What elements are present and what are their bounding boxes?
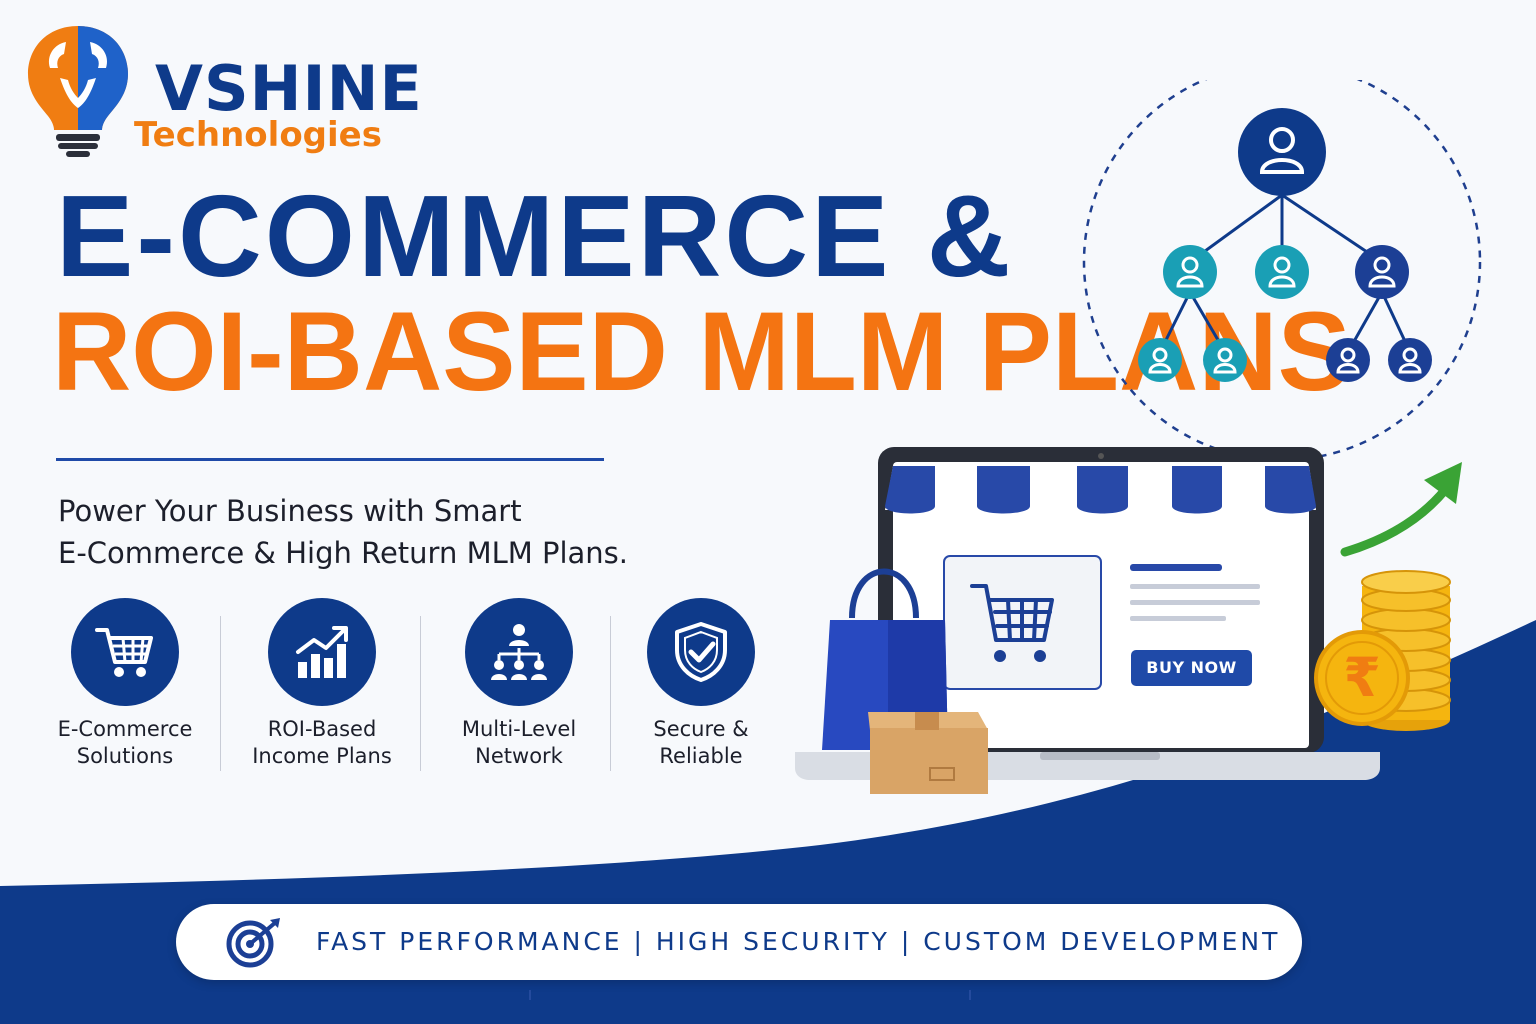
cardboard-box-illustration <box>868 712 988 794</box>
feature-label-line-1: E-Commerce <box>57 717 193 741</box>
brand-subtitle: Technologies <box>134 115 382 155</box>
feature-multi-level[interactable]: Multi-Level Network <box>434 598 604 770</box>
buy-now-label[interactable]: BUY NOW <box>1146 658 1237 677</box>
feature-label-line-1: Secure & <box>653 717 749 741</box>
feature-icon-circle <box>647 598 755 706</box>
company-logo[interactable]: VSHINE Technologies <box>22 18 422 158</box>
target-icon <box>226 918 280 968</box>
rupee-coin <box>1314 630 1410 726</box>
feature-secure[interactable]: Secure & Reliable <box>616 598 786 770</box>
hero-illustration <box>795 80 1482 794</box>
headline-line-2: ROI-BASED MLM PLANS <box>52 289 1351 414</box>
feature-icon-circle <box>268 598 376 706</box>
feature-label-line-1: Multi-Level <box>461 717 577 741</box>
network-node-navy-1 <box>1355 245 1409 299</box>
feature-label-line-2: Reliable <box>659 744 743 768</box>
bottom-feature-bar: FAST PERFORMANCE | HIGH SECURITY | CUSTO… <box>176 904 1302 980</box>
headline-line-1: E-COMMERCE & <box>56 171 1014 301</box>
cart-icon-screen <box>970 584 1054 642</box>
feature-list: E-Commerce Solutions ROI-Based Income Pl… <box>40 598 800 778</box>
product-card <box>943 555 1102 690</box>
network-node-teal-2 <box>1255 245 1309 299</box>
buy-now-button <box>1131 650 1252 686</box>
tagline-line-1: Power Your Business with Smart <box>58 494 522 528</box>
feature-ecommerce[interactable]: E-Commerce Solutions <box>40 598 210 770</box>
network-icon <box>491 624 547 680</box>
network-node-teal-4 <box>1203 338 1247 382</box>
feature-label: ROI-Based Income Plans <box>237 716 407 770</box>
feature-label: Multi-Level Network <box>434 716 604 770</box>
feature-roi-income[interactable]: ROI-Based Income Plans <box>237 598 407 770</box>
feature-label-line-2: Income Plans <box>252 744 392 768</box>
bottom-feature-text: FAST PERFORMANCE | HIGH SECURITY | CUSTO… <box>316 927 1281 956</box>
store-awning <box>885 466 1316 514</box>
tagline: Power Your Business with Smart E-Commerc… <box>58 490 698 574</box>
feature-label-line-1: ROI-Based <box>267 717 377 741</box>
network-root-node <box>1238 108 1326 196</box>
shopping-cart-icon <box>95 628 153 677</box>
network-node-navy-3 <box>1388 338 1432 382</box>
feature-divider <box>420 616 421 771</box>
tagline-line-2: E-Commerce & High Return MLM Plans. <box>58 536 629 570</box>
network-node-navy-2 <box>1326 338 1370 382</box>
network-node-teal-1 <box>1163 245 1217 299</box>
growth-arrow-icon <box>1340 462 1462 557</box>
network-node-teal-3 <box>1138 338 1182 382</box>
lightbulb-logo-icon <box>28 26 128 157</box>
shield-check-icon <box>675 622 727 682</box>
feature-divider <box>220 616 221 771</box>
feature-label-line-2: Solutions <box>76 744 174 768</box>
feature-icon-circle <box>71 598 179 706</box>
product-description-lines <box>1130 564 1260 621</box>
divider-rule <box>56 458 604 461</box>
feature-label: E-Commerce Solutions <box>40 716 210 770</box>
feature-icon-circle <box>465 598 573 706</box>
feature-label: Secure & Reliable <box>616 716 786 770</box>
growth-chart-icon <box>296 626 348 678</box>
feature-label-line-2: Network <box>475 744 563 768</box>
brand-name: VSHINE <box>155 52 423 125</box>
bottom-decoration <box>529 990 971 1000</box>
feature-divider <box>610 616 611 771</box>
rupee-symbol: ₹ <box>1343 646 1381 709</box>
